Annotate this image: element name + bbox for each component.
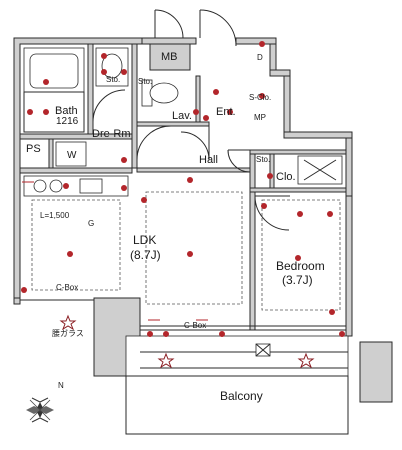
marker-g: G (88, 219, 94, 228)
room-label-lavatory: Lav. (172, 110, 192, 122)
shoe-closet-label: S-Clo. (249, 93, 271, 102)
room-label-bath: Bath (55, 105, 78, 117)
kitchen-counter (23, 175, 129, 291)
room-label-bedroom: Bedroom (276, 259, 325, 273)
star-lights (59, 314, 315, 369)
room-label-closet: Clo. (276, 171, 296, 183)
counter-length-label: L=1,500 (40, 211, 70, 220)
interior-walls (19, 43, 347, 331)
room-label-balcony: Balcony (220, 389, 263, 403)
room-label-washer: W (67, 150, 77, 161)
bedroom-guides (145, 191, 341, 311)
cbox-label-left: C-Box (56, 283, 78, 292)
room-label-ps: PS (26, 143, 41, 155)
storage-label-2: Sto. (138, 77, 152, 86)
room-label-bedroom-size: (3.7J) (282, 273, 313, 287)
north-label: N (58, 381, 64, 390)
closet-x (297, 155, 343, 185)
electrical-fixtures (21, 41, 345, 337)
toilet (141, 79, 179, 107)
room-label-entrance: Ent. (216, 106, 236, 118)
storage-label-3: Sto. (256, 155, 270, 164)
cbox-label-center: C-Box (184, 321, 206, 330)
room-label-bath-size: 1216 (56, 116, 79, 127)
frosted-glass-label: 腰ガラス (52, 328, 84, 338)
window-line (20, 299, 346, 331)
room-label-hall: Hall (199, 154, 218, 166)
room-label-dressing: Dre-Rm (92, 128, 131, 140)
room-label-ldk: LDK (133, 233, 156, 247)
room-label-mb: MB (161, 51, 178, 63)
bathtub (23, 47, 85, 133)
marker-d: D (257, 53, 263, 62)
compass-rose (26, 397, 54, 423)
door-swings (92, 9, 290, 231)
storage-label-1: Sto. (106, 75, 120, 84)
meter-panel-label: MP (254, 113, 266, 122)
balcony-area (125, 335, 349, 435)
washer-box (55, 141, 87, 167)
room-label-ldk-size: (8.7J) (130, 248, 161, 262)
